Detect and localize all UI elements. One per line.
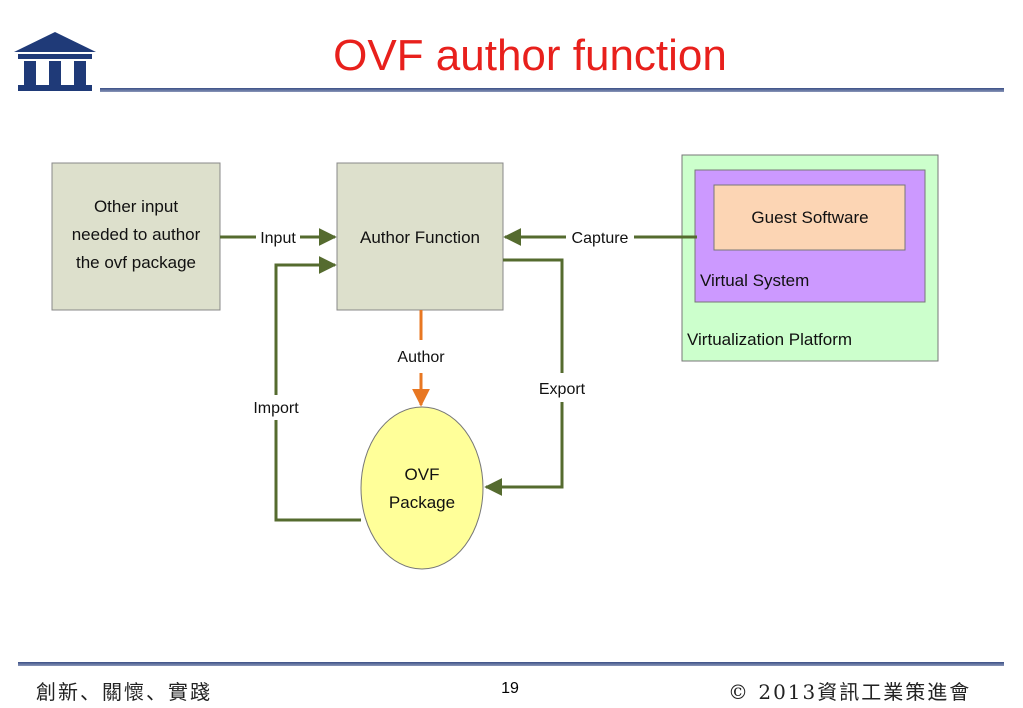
guest-software-node: Guest Software: [713, 184, 906, 251]
virtual-system-label: Virtual System: [700, 271, 809, 290]
footer-copyright: © 2013資訊工業策進會: [728, 680, 972, 704]
input-edge-label: Input: [260, 230, 296, 247]
ovf-package-line-1: OVF: [405, 465, 440, 484]
export-edge: Export: [484, 258, 586, 496]
import-edge: Import: [253, 256, 361, 522]
input-edge: Input: [220, 228, 337, 247]
capture-edge: Capture: [503, 228, 697, 247]
slide-title: OVF author function: [333, 31, 727, 80]
page-number: 19: [501, 680, 519, 697]
iii-logo-icon: [14, 32, 96, 91]
author-edge-label: Author: [397, 349, 445, 366]
export-edge-label: Export: [539, 381, 586, 398]
ovf-package-node: OVF Package: [360, 406, 484, 570]
ovf-package-line-2: Package: [389, 493, 455, 512]
guest-software-label: Guest Software: [751, 208, 868, 227]
other-input-line-3: the ovf package: [76, 253, 196, 272]
footer-rule: [18, 662, 1004, 666]
import-edge-label: Import: [253, 400, 299, 417]
other-input-line-1: Other input: [94, 197, 178, 216]
footer-motto: 創新、關懷、實踐: [36, 680, 212, 704]
virtualization-platform-label: Virtualization Platform: [687, 330, 852, 349]
other-input-line-2: needed to author: [72, 225, 201, 244]
author-function-label: Author Function: [360, 228, 480, 247]
title-underline: [100, 88, 1004, 92]
capture-edge-label: Capture: [572, 230, 629, 247]
author-edge: Author: [397, 310, 445, 407]
author-function-node: Author Function: [336, 162, 504, 311]
other-input-node: Other input needed to author the ovf pac…: [51, 162, 221, 311]
